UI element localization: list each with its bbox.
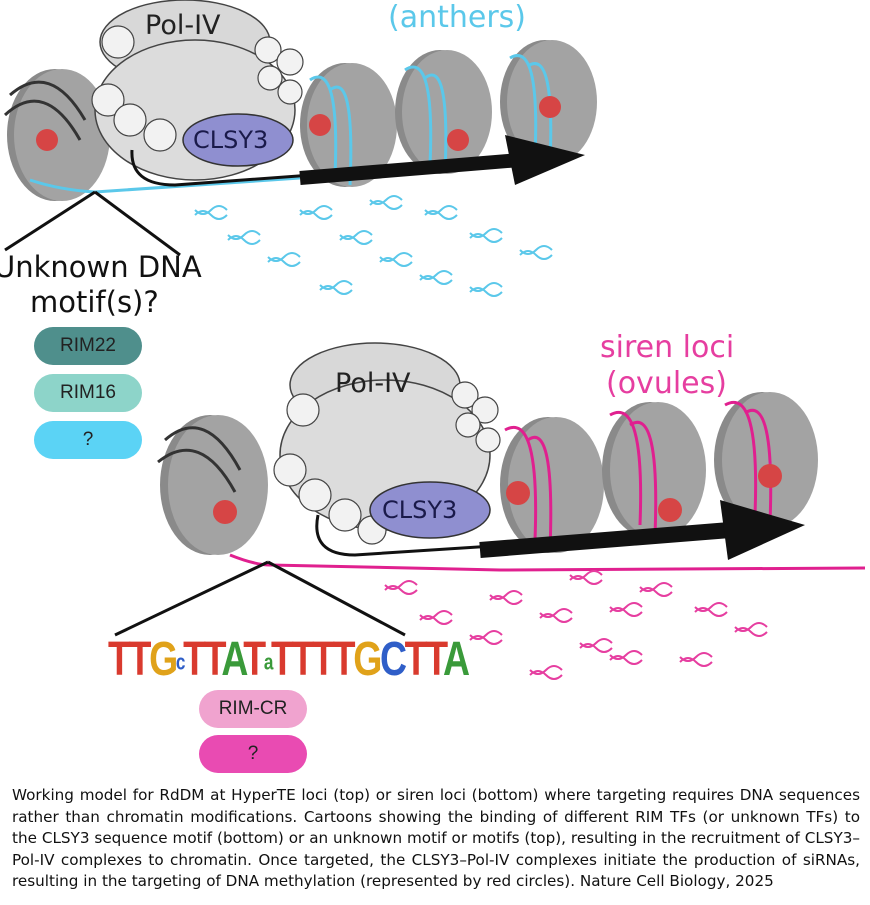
methylation-mark (309, 114, 331, 136)
tf-pill-rim16: RIM16 (34, 374, 142, 412)
methylation-mark (758, 464, 782, 488)
motif-letter: c (175, 649, 186, 675)
methylation-mark (658, 498, 682, 522)
top-polymerase-label: Pol-IV (145, 10, 221, 41)
unknown-motif-label-line2: motif(s)? (30, 285, 159, 319)
motif-letter: T (128, 633, 152, 686)
motif-letter: a (263, 649, 274, 675)
tf-pill-rim-cr: RIM-CR (199, 690, 307, 728)
top-sirnas (194, 195, 553, 297)
bottom-transcription-arrow (720, 500, 805, 560)
bottom-loci-label-line1: siren loci (600, 330, 735, 365)
methylation-mark (36, 129, 58, 151)
clsy3-blob (182, 113, 294, 167)
motif-letter: T (291, 633, 315, 686)
motif-letter: G (149, 633, 178, 686)
methylation-mark (447, 129, 469, 151)
top-clsy3-label: CLSY3 (193, 126, 269, 154)
rddm-model-figure: (anthers) Unknown DNA motif(s)? Pol-IV C… (0, 0, 866, 773)
motif-letter: T (183, 633, 206, 686)
unknown-motif-label-line1: Unknown DNA (0, 250, 202, 284)
motif-letter: T (312, 633, 335, 686)
motif-letter: T (271, 633, 294, 686)
motif-letter: T (108, 633, 131, 686)
top-transcription-arrow (505, 135, 585, 185)
bottom-sirnas (384, 570, 768, 680)
methylation-mark (213, 500, 237, 524)
bottom-polymerase-label: Pol-IV (335, 368, 411, 399)
bottom-dna-strand (229, 553, 866, 572)
bottom-right-nucleosomes (500, 392, 818, 553)
motif-letter: A (221, 633, 245, 686)
methylation-mark (539, 96, 561, 118)
bottom-polymerase-complex (273, 342, 501, 545)
bottom-panel (114, 342, 866, 680)
motif-letter: T (332, 633, 356, 686)
top-left-nucleosome (3, 69, 110, 201)
methylation-mark (506, 481, 530, 505)
figure-caption: Working model for RdDM at HyperTE loci (… (12, 786, 860, 890)
motif-letter: C (379, 633, 407, 686)
bottom-left-nucleosome (157, 415, 268, 555)
top-polymerase-complex (91, 0, 304, 181)
motif-letter: G (353, 633, 382, 686)
tf-pill-unknown-top: ? (34, 421, 142, 459)
motif-letter: T (243, 633, 266, 686)
motif-letter: T (203, 633, 224, 686)
top-right-nucleosomes (300, 40, 597, 187)
motif-letter: T (404, 633, 428, 686)
diagram-canvas (3, 0, 866, 680)
bottom-loci-label-line2: (ovules) (606, 366, 727, 401)
tf-pill-rim22: RIM22 (34, 327, 142, 365)
motif-letter: T (425, 633, 445, 686)
top-loci-label: (anthers) (388, 0, 527, 35)
bottom-clsy3-label: CLSY3 (382, 496, 458, 524)
tf-pill-unknown-bottom: ? (199, 735, 307, 773)
motif-letter: A (442, 633, 470, 686)
clsy3-blob (369, 481, 491, 539)
clsy3-sequence-motif: TTGcTTATaTTTTGCTTA (108, 632, 470, 687)
top-panel (3, 0, 597, 297)
